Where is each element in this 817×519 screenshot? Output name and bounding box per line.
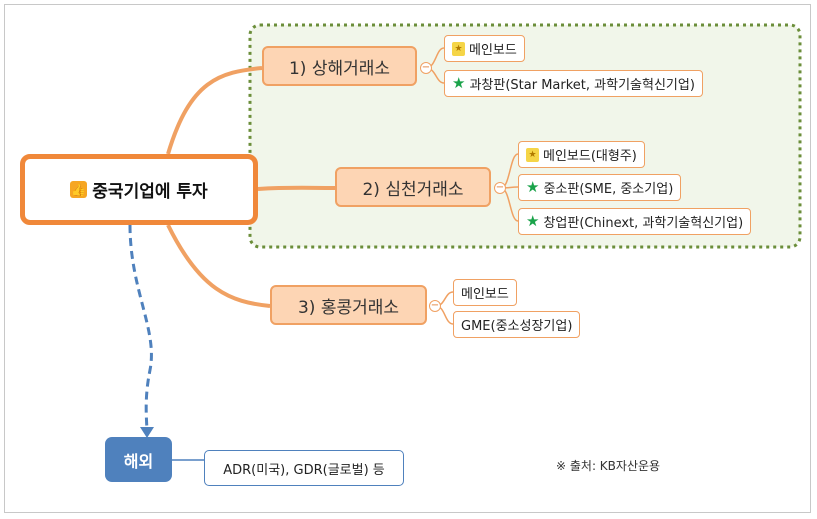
exchange-label: 2) 심천거래소 — [362, 179, 464, 200]
source-note: ※ 출처: KB자산운용 — [556, 459, 661, 473]
overseas-arrowhead — [140, 427, 154, 438]
exchange-shanghai[interactable]: 1) 상해거래소 — [262, 46, 417, 86]
leaf-label: 메인보드 — [469, 43, 517, 58]
root-label: 중국기업에 투자 — [92, 182, 208, 202]
star-icon: ★ — [452, 74, 466, 92]
leaf-shanghai-star: ★ 과창판(Star Market, 과학기술혁신기업) — [444, 70, 703, 97]
medal-icon: ★ — [526, 147, 539, 162]
exchange-shenzhen[interactable]: 2) 심천거래소 — [335, 167, 491, 207]
star-icon: ★ — [526, 178, 540, 196]
leaf-hongkong-gme: GME(중소성장기업) — [453, 311, 581, 338]
overseas-callout: ADR(미국), GDR(글로벌) 등 — [204, 450, 404, 486]
diagram-frame — [4, 4, 811, 513]
collapse-toggle[interactable]: − — [420, 62, 432, 74]
collapse-toggle[interactable]: − — [494, 182, 506, 194]
leaf-label: 메인보드(대형주) — [543, 149, 637, 164]
exchange-label: 3) 홍콩거래소 — [297, 297, 400, 318]
leaf-label: GME(중소성장기업) — [461, 319, 573, 334]
callout-label: ADR(미국), GDR(글로벌) 등 — [223, 462, 385, 478]
branch-shanghai — [166, 66, 263, 155]
branch-shenzhen — [257, 185, 336, 191]
leaf-label: 중소판(SME, 중소기업) — [543, 182, 674, 197]
medal-icon: ★ — [452, 41, 465, 56]
overseas-label: 해외 — [123, 451, 154, 471]
leaf-label: 과창판(Star Market, 과학기술혁신기업) — [469, 78, 695, 93]
leaf-shenzhen-sme: ★ 중소판(SME, 중소기업) — [518, 174, 682, 201]
leaf-hongkong-main: 메인보드 — [453, 279, 517, 306]
branch-hongkong — [166, 224, 271, 308]
star-icon: ★ — [526, 212, 540, 230]
leaf-label: 메인보드 — [461, 287, 509, 302]
leaf-shanghai-main: ★ 메인보드 — [444, 35, 525, 62]
exchange-label: 1) 상해거래소 — [288, 58, 391, 79]
overseas-arrow — [128, 224, 153, 431]
thumbs-up-icon: 👍 — [70, 181, 88, 198]
root-node: 👍 중국기업에 투자 — [20, 154, 258, 225]
collapse-toggle[interactable]: − — [429, 300, 441, 312]
exchange-hongkong[interactable]: 3) 홍콩거래소 — [270, 285, 427, 325]
leaf-shenzhen-main: ★ 메인보드(대형주) — [518, 141, 645, 168]
leaf-shenzhen-chinext: ★ 창업판(Chinext, 과학기술혁신기업) — [518, 208, 752, 235]
leaf-label: 창업판(Chinext, 과학기술혁신기업) — [543, 216, 744, 231]
overseas-node[interactable]: 해외 — [105, 437, 172, 482]
